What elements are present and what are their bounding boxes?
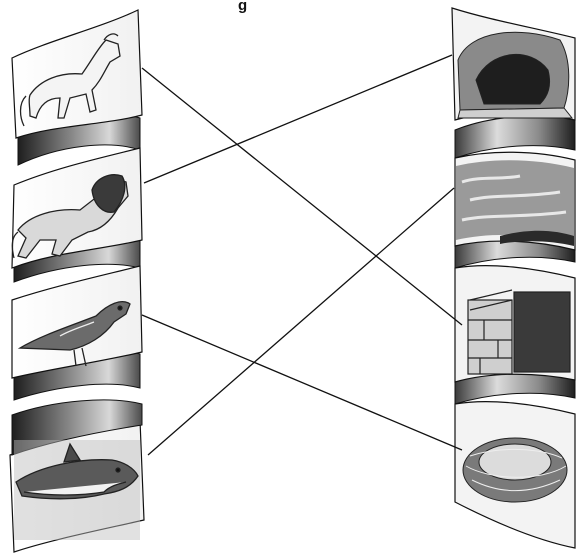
- lion-illustration: [11, 174, 129, 259]
- stable-illustration: [467, 289, 571, 375]
- line-shark-water: [147, 187, 455, 456]
- panel-sparrow: [11, 265, 143, 379]
- caption-fragment: g: [238, 0, 247, 14]
- answer-lines: [141, 54, 463, 456]
- nest-illustration: [462, 437, 568, 503]
- water-illustration: [456, 160, 574, 246]
- line-horse-stable: [141, 67, 463, 326]
- shark-illustration: [14, 440, 140, 540]
- cave-illustration: [457, 31, 574, 119]
- sparrow-illustration: [17, 301, 131, 367]
- line-lion-cave: [143, 54, 453, 184]
- right-twist-1: [454, 115, 576, 159]
- line-sparrow-nest: [141, 314, 463, 451]
- horse-illustration: [19, 33, 121, 127]
- left-twist-4: [11, 399, 143, 456]
